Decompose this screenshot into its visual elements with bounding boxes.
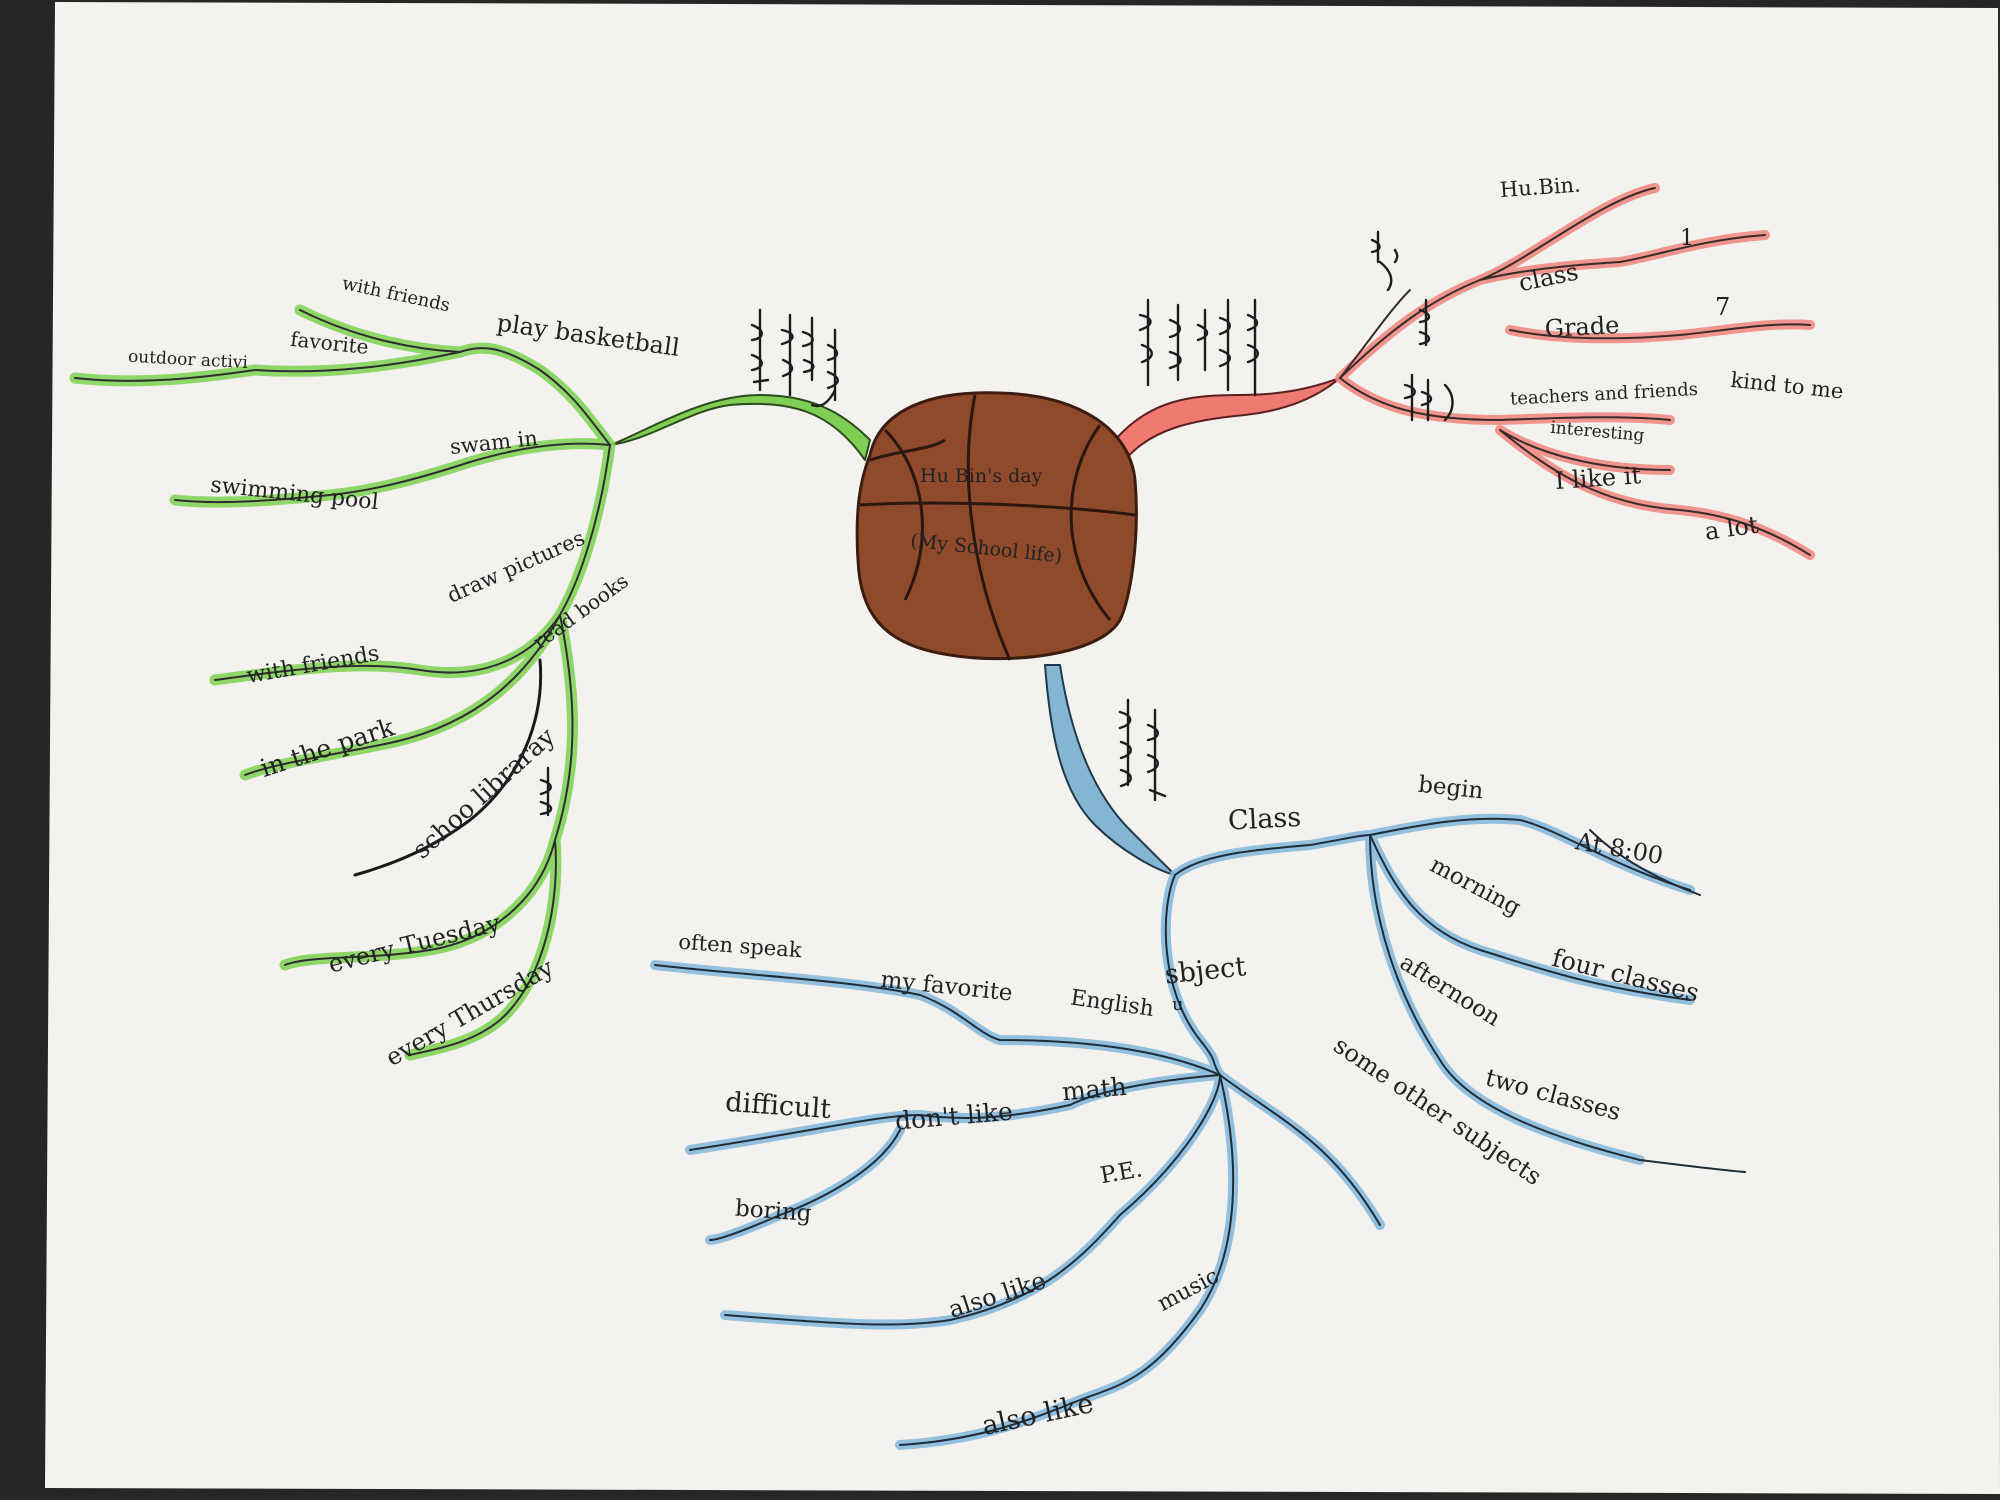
green-branch bbox=[69, 304, 871, 1061]
label-grade: Grade bbox=[1544, 311, 1620, 343]
mongolian-script-library bbox=[539, 766, 553, 817]
label-subject-u: u bbox=[1172, 994, 1184, 1015]
label-grade-value: 7 bbox=[1715, 293, 1730, 321]
label-i-like-it: I like it bbox=[1554, 461, 1642, 495]
central-basketball: Hu Bin's day (My School life) bbox=[855, 391, 1138, 661]
central-title-line1: Hu Bin's day bbox=[920, 465, 1043, 487]
label-class-value: 1 bbox=[1680, 226, 1694, 251]
label-difficult: difficult bbox=[724, 1087, 832, 1125]
label-class-blue: Class bbox=[1227, 802, 1302, 837]
mongolian-script-green bbox=[750, 308, 839, 408]
label-math: math bbox=[1061, 1072, 1128, 1107]
blue-branch bbox=[650, 664, 1746, 1450]
ball-body bbox=[855, 391, 1138, 661]
label-hu-bin: Hu.Bin. bbox=[1499, 172, 1581, 202]
mongolian-script-blue bbox=[1118, 698, 1167, 802]
red-branch bbox=[1114, 183, 1815, 560]
label-boring: boring bbox=[734, 1196, 812, 1227]
mongolian-script-red bbox=[1138, 230, 1454, 422]
